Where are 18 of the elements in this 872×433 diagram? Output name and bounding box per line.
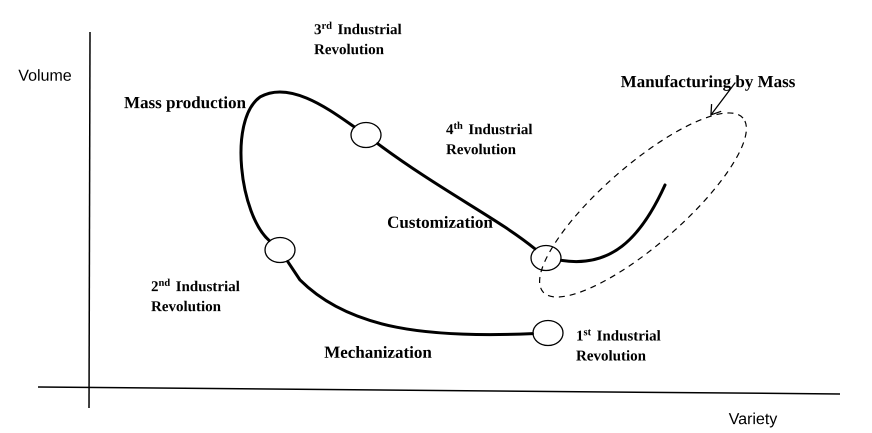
arrow xyxy=(710,82,736,116)
axis-label: Variety xyxy=(728,412,778,428)
circle-marker xyxy=(532,320,564,346)
axis-label: Volume xyxy=(18,69,71,81)
stage-caption: 1$^{st}$ Industrial Revolution xyxy=(576,329,660,361)
curve-line xyxy=(376,142,536,250)
curve-line xyxy=(239,90,356,242)
stage-label: Customization xyxy=(388,216,493,228)
callout-label: Manufacturing by Mass xyxy=(620,75,795,91)
stage-caption: 3$^{rd}$ Industrial Revolution xyxy=(314,22,402,54)
curve-line xyxy=(286,260,534,336)
stage-label: Mass production xyxy=(124,96,246,112)
curve-line xyxy=(560,184,666,264)
circle-marker xyxy=(350,122,382,148)
stage-caption: 2$^{nd}$ Industrial Revolution xyxy=(151,278,240,312)
circle-marker xyxy=(264,236,296,264)
circle-marker xyxy=(530,244,562,272)
stage-label: Mechanization xyxy=(324,346,432,358)
